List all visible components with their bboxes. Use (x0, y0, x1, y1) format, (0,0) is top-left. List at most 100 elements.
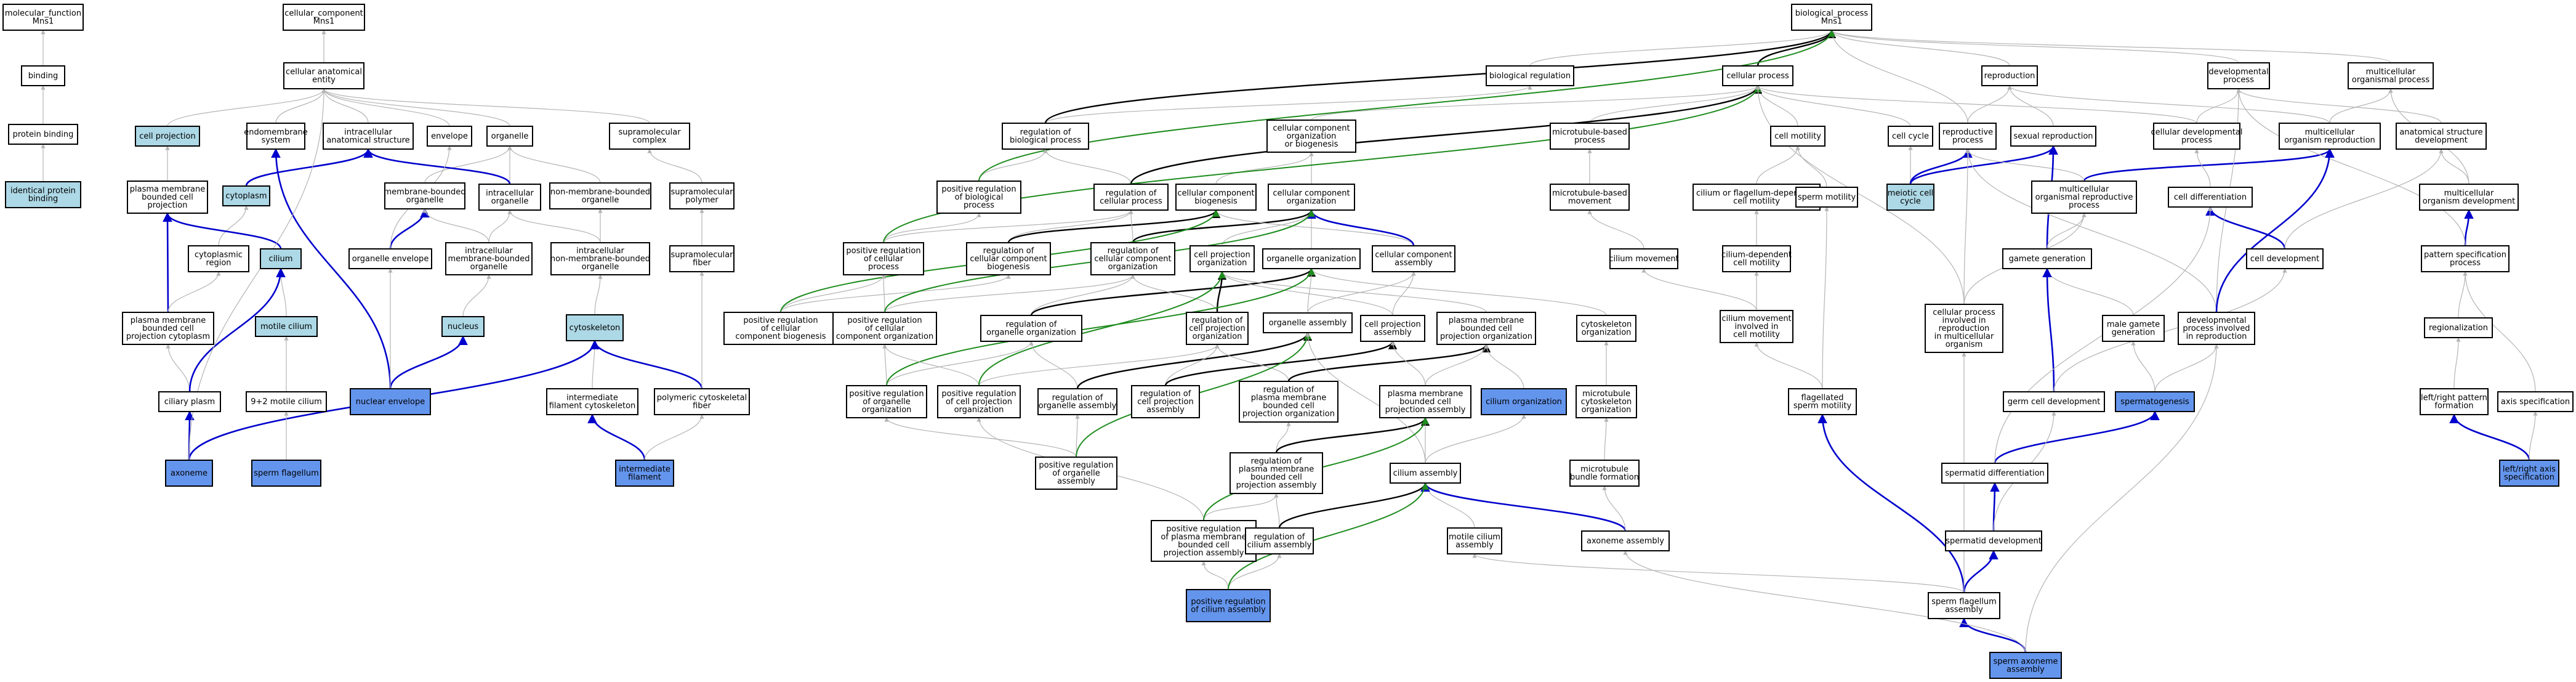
term-node-binding[interactable]: binding (21, 65, 65, 86)
term-node-axisspec[interactable]: axis specification (2497, 391, 2574, 412)
term-node-orgorg[interactable]: organelle organization (1262, 248, 1361, 269)
term-node-cellproc[interactable]: cellular process (1722, 65, 1793, 86)
term-node-ninetwo[interactable]: 9+2 motile cilium (246, 391, 327, 412)
term-node-celldev[interactable]: cell development (2246, 248, 2324, 269)
term-node-cellcycle[interactable]: cell cycle (1888, 126, 1933, 147)
term-node-protbind[interactable]: protein binding (8, 124, 78, 145)
term-node-cilium[interactable]: cilium (260, 248, 302, 269)
term-node-ciliumorg[interactable]: cilium organization (1481, 388, 1567, 415)
term-node-nucenv[interactable]: nuclear envelope (350, 388, 431, 415)
term-node-germdev[interactable]: germ cell development (2003, 391, 2105, 412)
term-node-sexrep[interactable]: sexual reproduction (2010, 126, 2096, 147)
term-node-axoneme[interactable]: axoneme (165, 460, 213, 487)
term-node-ciliaryplasm[interactable]: ciliary plasm (158, 391, 221, 412)
term-node-cytoskel[interactable]: cytoskeleton (566, 314, 624, 341)
term-node-cellproj[interactable]: cell projection (135, 126, 200, 147)
term-node-cellmot[interactable]: cell motility (1770, 126, 1825, 147)
term-node-spermmot[interactable]: sperm motility (1795, 187, 1858, 208)
term-node-motcilium[interactable]: motile cilium (255, 316, 318, 337)
term-node-ciliumassembly[interactable]: cilium assembly (1390, 463, 1461, 484)
term-node-ciliummove[interactable]: cilium movement (1609, 248, 1679, 269)
term-node-cytoplasm[interactable]: cytoplasm (222, 185, 270, 206)
term-node-axonemeassembly[interactable]: axoneme assembly (1581, 530, 1670, 551)
term-node-envelope[interactable]: envelope (427, 126, 472, 147)
term-node-spermatogenesis[interactable]: spermatogenesis (2115, 391, 2195, 412)
term-node-spermflag[interactable]: sperm flagellum (251, 460, 321, 487)
term-node-spermatiddiff[interactable]: spermatid differentiation (1941, 463, 2048, 484)
term-node-reproduction[interactable]: reproduction (1981, 65, 2038, 86)
term-node-intranonmemb[interactable]: intracellularnon-membrane-boundedorganel… (550, 242, 650, 275)
term-node-regionalization[interactable]: regionalization (2424, 317, 2493, 338)
